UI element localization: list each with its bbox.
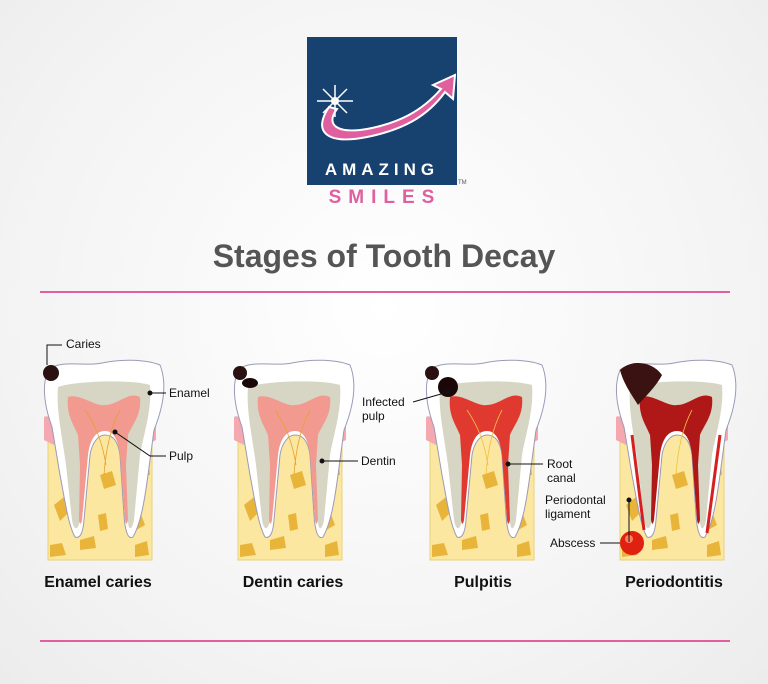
stage-label-pulpitis: Pulpitis [454, 574, 512, 591]
trademark: TM [458, 180, 467, 186]
divider-top [40, 291, 730, 293]
annotation-dentin: Dentin [361, 454, 396, 468]
annotation-lines [46, 344, 632, 544]
stage-label-dentin-caries: Dentin caries [242, 574, 344, 591]
stage-label-periodontitis: Periodontitis [625, 574, 723, 591]
logo-smiles-text: SMILES [328, 187, 442, 208]
logo [307, 37, 457, 185]
page-title: Stages of Tooth Decay [212, 238, 556, 274]
logo-amazing-text: AMAZING [324, 160, 440, 179]
annotation-periodontal-ligament: Periodontal ligament [545, 493, 606, 521]
smile-swoosh-icon [317, 73, 457, 141]
annotation-pulp: Pulp [169, 449, 194, 463]
annotation-infected-pulp: Infected pulp [362, 395, 405, 423]
stage-label-enamel-caries: Enamel caries [44, 574, 152, 591]
tooth-dentin-caries [233, 359, 355, 561]
annotation-caries: Caries [66, 337, 101, 351]
annotation-enamel: Enamel [169, 386, 210, 400]
tooth-enamel-caries [43, 359, 165, 561]
annotation-root-canal: Root canal [547, 457, 576, 485]
divider-bottom [40, 640, 730, 642]
tooth-pulpitis [425, 359, 547, 561]
annotation-abscess: Abscess [550, 536, 596, 550]
tooth-periodontitis [615, 359, 737, 561]
